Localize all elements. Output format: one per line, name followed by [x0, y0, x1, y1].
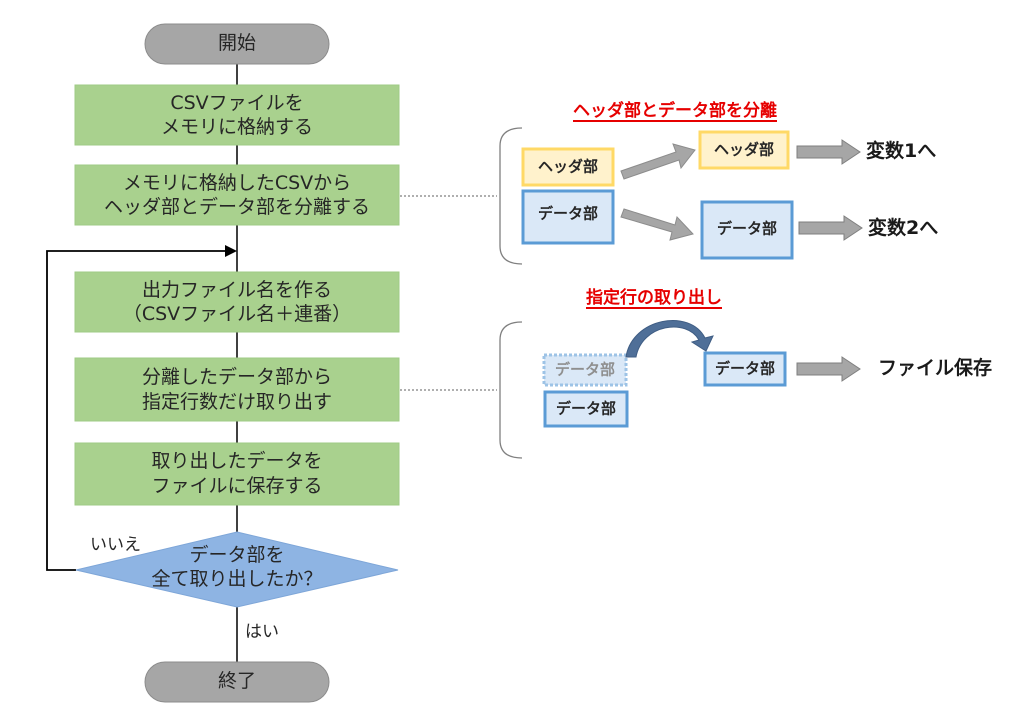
- step-5-line-1: 取り出したデータを: [151, 450, 323, 472]
- extracted-data-box: [703, 351, 787, 387]
- result-header-box: [698, 130, 790, 170]
- decision-line-2: 全て取り出したか？: [151, 568, 323, 590]
- process-step-1: [74, 84, 400, 146]
- extracted-box-label: データ部: [714, 359, 776, 378]
- block-arrow-var2: [798, 215, 863, 241]
- step-1-line-2: メモリに格納する: [160, 116, 313, 138]
- step-2-line-2: ヘッダ部とデータ部を分離する: [103, 196, 370, 218]
- loop-back-line: [46, 250, 226, 571]
- header-box-label: ヘッダ部: [537, 157, 599, 176]
- extraction-heading: 指定行の取り出し: [586, 288, 722, 308]
- block-arrow-save: [796, 356, 861, 382]
- step-5-line-2: ファイルに保存する: [151, 475, 323, 497]
- data-box-label: データ部: [537, 204, 599, 223]
- result-header-label: ヘッダ部: [713, 140, 775, 159]
- separation-heading: ヘッダ部とデータ部を分離: [573, 101, 777, 121]
- process-step-3: [74, 271, 400, 333]
- remaining-box-label: データ部: [555, 399, 617, 418]
- process-step-5: [74, 442, 400, 506]
- step-4-line-1: 分離したデータ部から: [141, 366, 332, 388]
- end-label: 終了: [217, 670, 257, 692]
- decision-diamond: [75, 531, 399, 608]
- step-1-line-1: CSVファイルを: [170, 92, 304, 114]
- result-data-label: データ部: [716, 219, 778, 238]
- remaining-data-box: [543, 390, 629, 428]
- process-step-2: [74, 164, 400, 226]
- decision-line-1: データ部を: [189, 544, 285, 566]
- step-4-line-2: 指定行数だけ取り出す: [141, 391, 332, 413]
- loop-back-arrowhead: [225, 245, 237, 257]
- step-2-line-1: メモリに格納したCSVから: [122, 172, 352, 194]
- yes-branch-label: はい: [245, 622, 279, 642]
- process-step-4: [74, 357, 400, 422]
- variable-2-label: 変数2へ: [868, 217, 939, 239]
- separation-brace: [499, 127, 523, 265]
- header-section-box: [521, 147, 615, 187]
- diagonal-arrow-to-data: [620, 208, 694, 241]
- step-3-line-2: （CSVファイル名＋連番）: [122, 303, 352, 325]
- no-branch-label: いいえ: [90, 535, 141, 555]
- curved-extraction-arrow: [625, 320, 714, 358]
- result-data-box: [700, 200, 794, 260]
- step-3-line-1: 出力ファイル名を作る: [141, 279, 332, 301]
- end-terminal: [144, 661, 330, 703]
- start-terminal: [144, 23, 330, 65]
- file-save-label: ファイル保存: [878, 357, 993, 379]
- taken-box-label: データ部: [554, 360, 616, 379]
- data-section-box: [521, 189, 615, 245]
- diagonal-arrow-to-header: [620, 143, 696, 180]
- taken-data-box: [542, 353, 628, 387]
- variable-1-label: 変数1へ: [866, 140, 937, 162]
- block-arrow-var1: [796, 139, 861, 165]
- extraction-brace: [499, 321, 523, 459]
- start-label: 開始: [217, 32, 257, 54]
